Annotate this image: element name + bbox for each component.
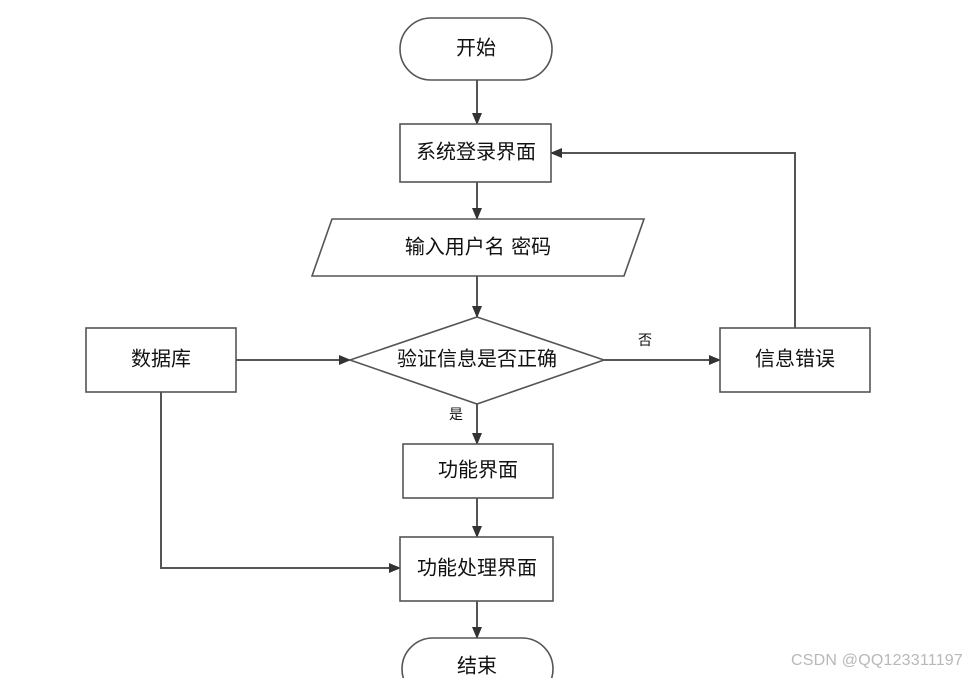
function-page-node: 功能界面	[402, 443, 554, 499]
function-page-label: 功能界面	[438, 458, 518, 482]
start-label: 开始	[456, 36, 496, 60]
login-page-label: 系统登录界面	[416, 140, 536, 164]
watermark: CSDN @QQ123311197	[790, 652, 963, 669]
start-node: 开始	[399, 17, 553, 81]
function-processing-label: 功能处理界面	[417, 556, 537, 580]
login-page-node: 系统登录界面	[399, 123, 552, 183]
edge-error-back-to-login	[550, 148, 796, 328]
verify-decision-label: 验证信息是否正确	[397, 347, 557, 371]
end-label: 结束	[457, 654, 497, 678]
function-processing-node: 功能处理界面	[399, 536, 554, 602]
input-credentials-node: 输入用户名 密码	[310, 218, 646, 277]
end-node: 结束	[401, 637, 554, 678]
database-node: 数据库	[85, 327, 237, 393]
info-error-label: 信息错误	[755, 347, 835, 371]
edge-label-yes: 是	[449, 407, 463, 423]
info-error-node: 信息错误	[719, 327, 871, 393]
edge-label-no: 否	[638, 333, 652, 349]
database-label: 数据库	[131, 347, 191, 371]
input-credentials-label: 输入用户名 密码	[405, 235, 551, 259]
edge-database-to-processing	[160, 392, 401, 573]
verify-decision-node: 验证信息是否正确	[347, 316, 607, 405]
connectors	[160, 80, 796, 639]
